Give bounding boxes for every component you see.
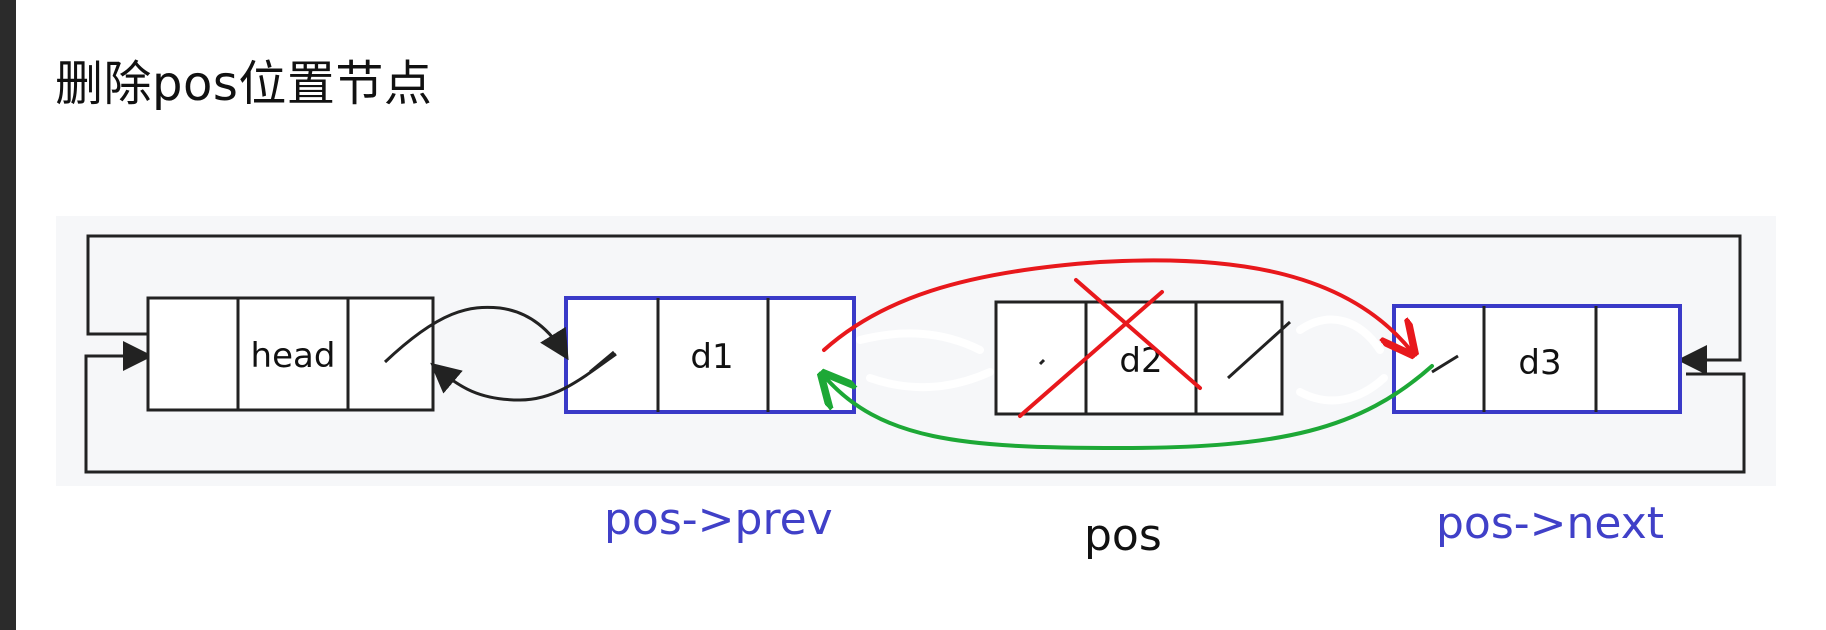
new-prev-link [824, 364, 1434, 451]
new-next-link [822, 258, 1412, 352]
pointer-slash-d1 [589, 350, 615, 374]
page-title: 删除pos位置节点 [55, 56, 433, 112]
caption-pos: pos [1084, 510, 1162, 561]
pointer-slash-d3 [1431, 354, 1459, 374]
circular-link-outer-top [86, 234, 1742, 375]
delete-cross [1018, 278, 1202, 418]
caption-pos-next: pos->next [1436, 498, 1664, 549]
node-label-d2: d2 [1119, 341, 1162, 381]
circular-link-outer-bottom [84, 341, 1746, 474]
node-head: head [146, 296, 435, 412]
node-label-d3: d3 [1518, 343, 1561, 383]
link-head-next [383, 305, 569, 364]
node-d3: d3 [1392, 304, 1682, 414]
erased-link-scribble-left [856, 329, 994, 392]
pointer-slash-d2 [1038, 358, 1046, 366]
window-edge [0, 0, 16, 630]
caption-pos-prev: pos->prev [604, 494, 833, 545]
link-d1-prev [430, 352, 617, 402]
pointer-slash-d2-next [1226, 320, 1292, 380]
node-label-d1: d1 [690, 337, 733, 377]
node-label-head: head [251, 336, 336, 376]
erased-link-scribble-right [1296, 315, 1388, 405]
